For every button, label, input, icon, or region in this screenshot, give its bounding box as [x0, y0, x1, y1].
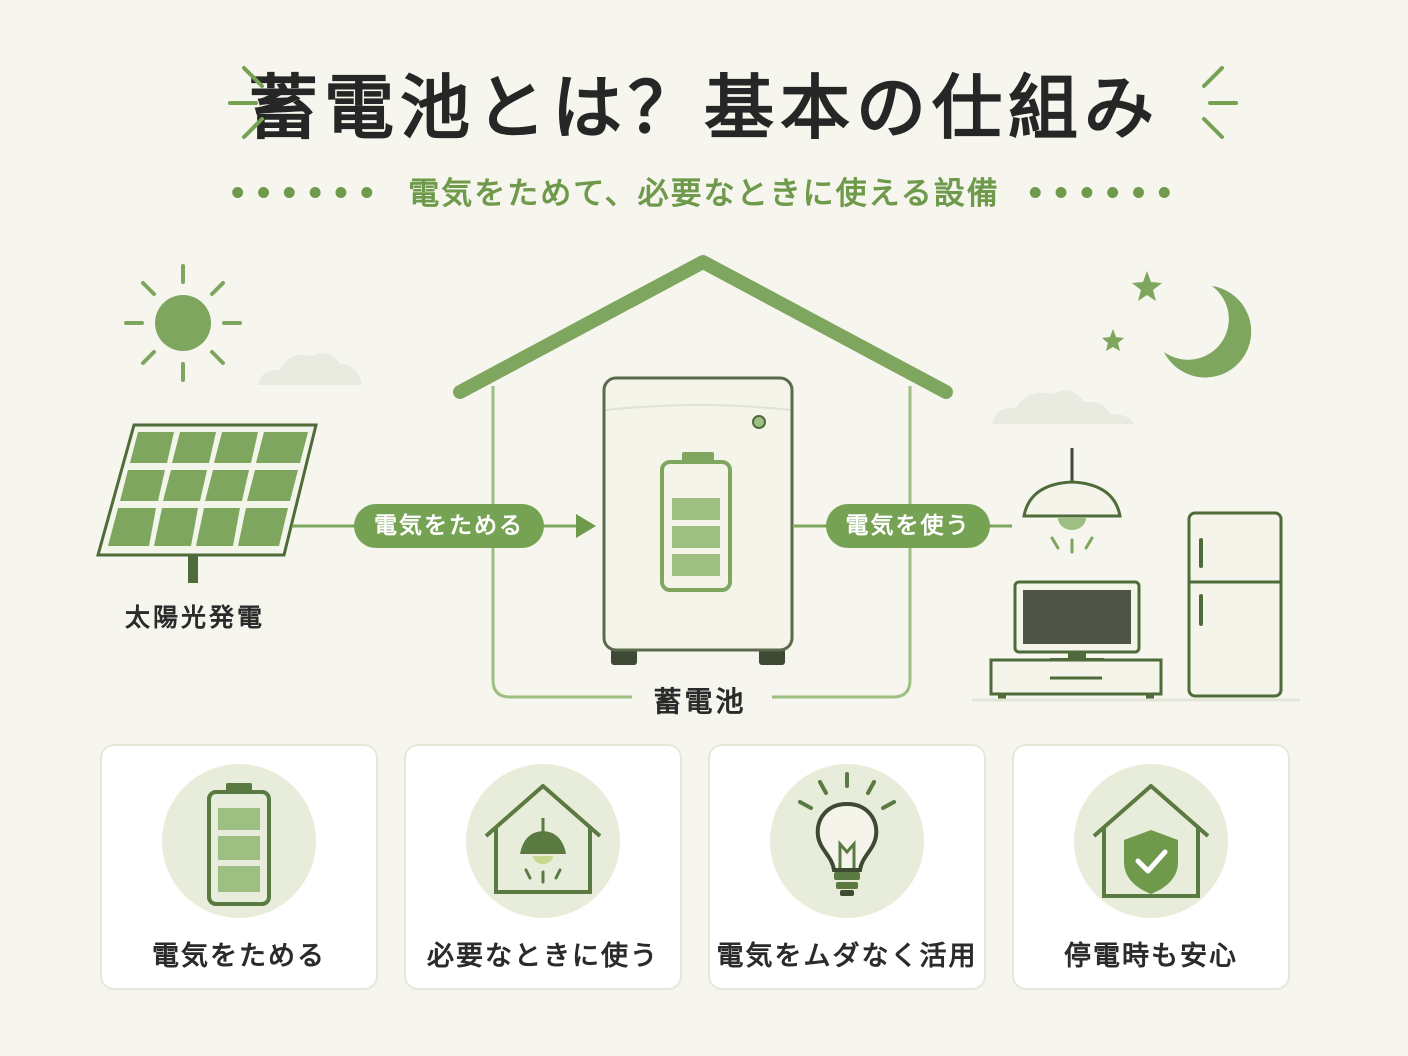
house-lamp-icon — [484, 784, 602, 894]
moon-icon — [1164, 286, 1252, 378]
sparkle-right-icon — [1202, 66, 1238, 139]
storage-battery-diagram — [96, 66, 1300, 702]
feature-card-label: 停電時も安心 — [1064, 941, 1238, 972]
feature-card-use: 必要なときに使う — [404, 744, 682, 990]
pendant-lamp-icon — [1022, 448, 1122, 554]
cloud-icon — [992, 390, 1134, 424]
battery-icon — [660, 452, 732, 592]
star-icon — [1102, 329, 1124, 351]
star-icon — [1132, 271, 1162, 301]
arrow-right-icon — [576, 514, 596, 538]
feature-card-efficient: 電気をムダなく活用 — [708, 744, 986, 990]
refrigerator-icon — [1187, 511, 1283, 698]
store-electricity-arrow-label: 電気をためる — [354, 504, 544, 548]
television-icon — [989, 580, 1163, 700]
use-electricity-arrow-label: 電気を使う — [826, 504, 990, 548]
battery-label: 蓄電池 — [653, 685, 747, 718]
storage-battery-unit — [602, 376, 794, 665]
sparkle-left-icon — [228, 66, 264, 139]
subtitle-text: 電気をためて、必要なときに使える設備 — [408, 176, 1000, 212]
solar-power-label: 太陽光発電 — [124, 603, 265, 632]
feature-card-label: 必要なときに使う — [427, 941, 659, 972]
sun-icon — [124, 264, 242, 382]
page-title: 蓄電池とは？基本の仕組み — [248, 67, 1160, 149]
feature-card-outage: 停電時も安心 — [1012, 744, 1290, 990]
cloud-icon — [258, 353, 362, 385]
feature-card-label: 電気をムダなく活用 — [716, 941, 978, 972]
battery-icon — [207, 783, 271, 906]
feature-card-label: 電気をためる — [152, 941, 326, 972]
light-bulb-icon — [798, 772, 896, 896]
house-shield-icon — [1092, 784, 1210, 898]
house-outline — [453, 255, 953, 699]
feature-card-store: 電気をためる — [100, 744, 378, 990]
page-subtitle: •••••• 電気をためて、必要なときに使える設備 •••••• — [0, 168, 1408, 213]
solar-panel-icon — [96, 423, 318, 583]
subtitle-dots-left: •••••• — [227, 176, 383, 212]
subtitle-dots-right: •••••• — [1025, 176, 1181, 212]
